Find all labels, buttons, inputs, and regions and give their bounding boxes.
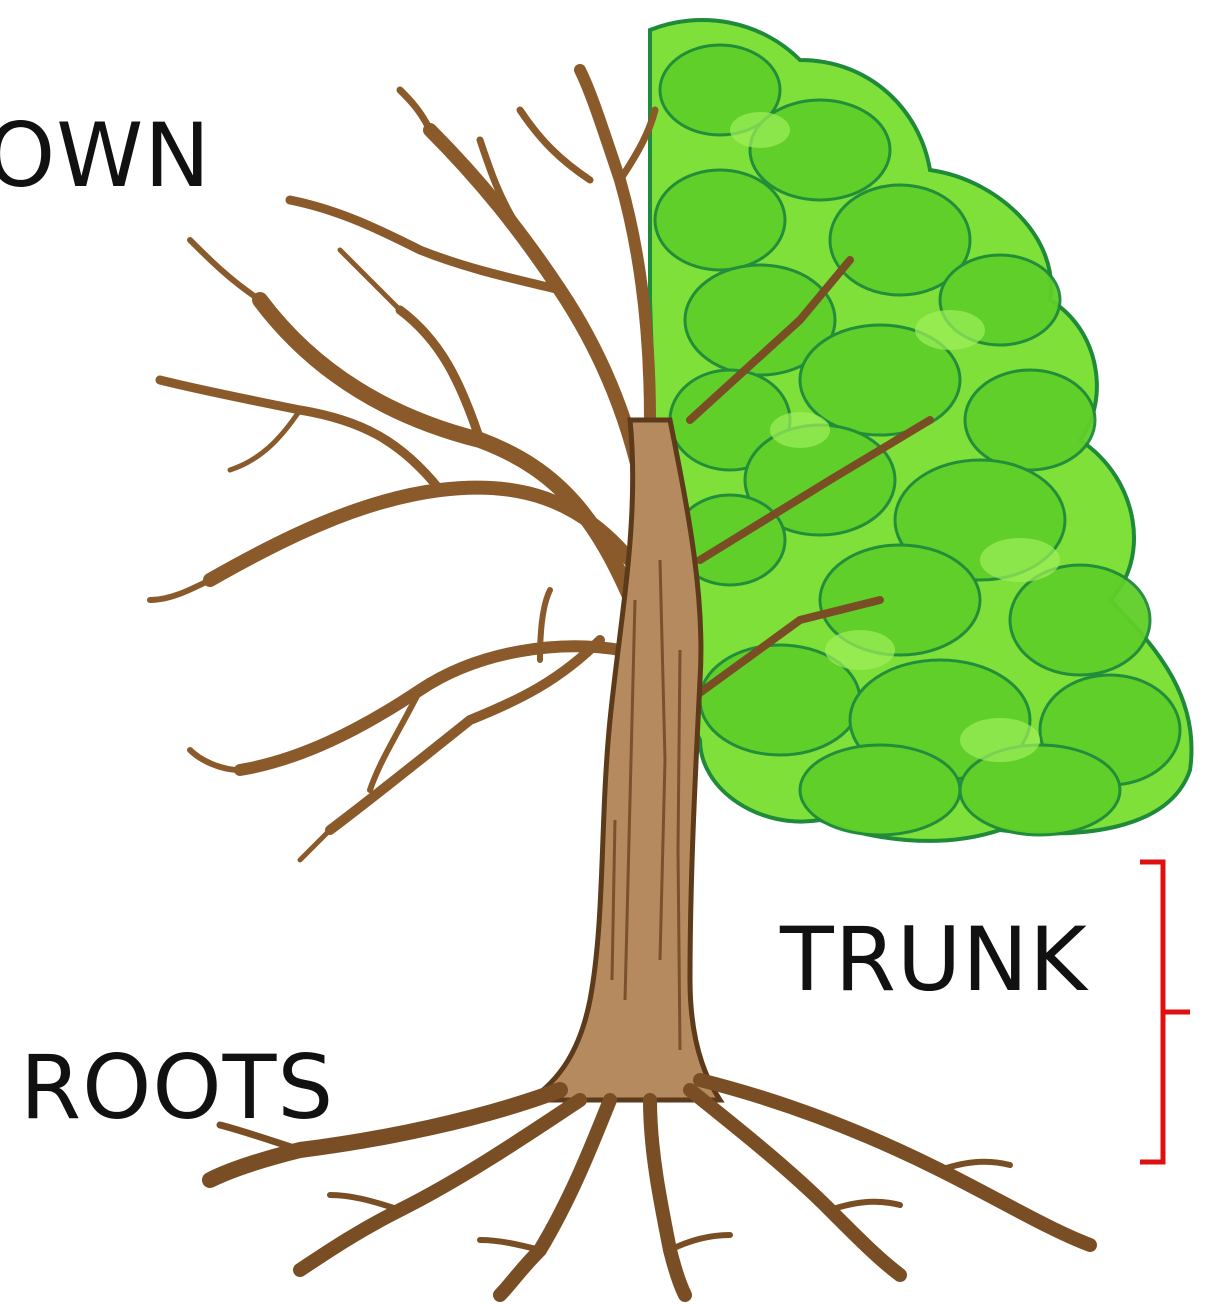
trunk-bracket: [1140, 862, 1190, 1162]
leafy-canopy: [650, 20, 1192, 841]
trunk-label: TRUNK: [780, 916, 1088, 1004]
trunk-shape: [530, 420, 720, 1100]
crown-label: OWN: [0, 112, 211, 200]
bare-branches: [150, 70, 655, 860]
roots-shape: [210, 1080, 1090, 1295]
roots-label: ROOTS: [20, 1044, 334, 1132]
